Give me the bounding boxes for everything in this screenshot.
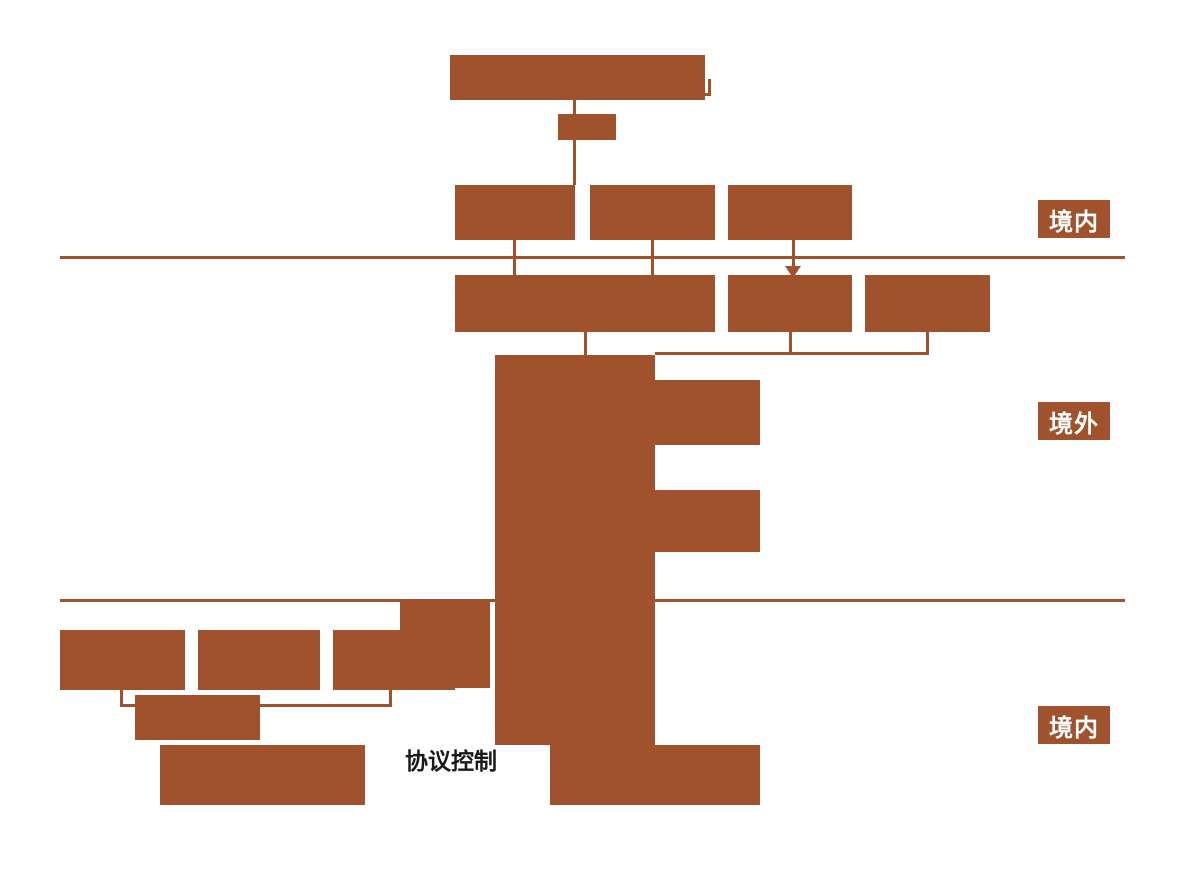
connector-corner-vertical — [708, 79, 711, 95]
connector-root-to-row1 — [573, 100, 576, 185]
domestic-entity-box-1 — [60, 630, 185, 690]
domestic-entity-box-3 — [333, 630, 455, 690]
operating-entity-box — [550, 745, 760, 805]
connector-row1-to-row2-left — [513, 240, 516, 275]
region-label-offshore: 境外 — [1038, 402, 1110, 440]
row2-entity-box-3 — [865, 275, 990, 332]
domestic-entity-box-5 — [160, 745, 365, 805]
row1-entity-box-2 — [590, 185, 715, 240]
row1-entity-box-1 — [455, 185, 575, 240]
region-label-domestic-bottom: 境内 — [1038, 706, 1110, 744]
shareholding-ratio-box — [558, 114, 616, 140]
connector-row1-to-row2-arrow-shaft — [792, 240, 795, 268]
connector-corner-horizontal — [699, 93, 711, 96]
region-label-domestic-top: 境内 — [1038, 200, 1110, 238]
row2-entity-box-1 — [455, 275, 715, 332]
connector-row2-box3-down — [926, 332, 929, 355]
row2-entity-box-2 — [728, 275, 852, 332]
offshore-subsidiary-box-2 — [655, 490, 760, 552]
connector-row2-bracket — [655, 352, 929, 355]
root-entity-box — [450, 55, 705, 100]
row1-entity-box-3 — [728, 185, 852, 240]
offshore-subsidiary-box-1 — [655, 380, 760, 445]
connector-bottom-bracket-right — [389, 690, 392, 707]
connector-row1-to-row2-center — [651, 240, 654, 275]
connector-row2-box1-down — [584, 332, 587, 355]
main-holding-column-box — [495, 355, 655, 745]
agreement-control-label: 协议控制 — [405, 748, 497, 774]
domestic-entity-box-2 — [198, 630, 320, 690]
divider-line-top — [60, 256, 1125, 259]
connector-row2-box2-down — [789, 332, 792, 355]
connector-bottom-bracket-left — [120, 690, 123, 707]
domestic-entity-box-4 — [135, 695, 260, 740]
